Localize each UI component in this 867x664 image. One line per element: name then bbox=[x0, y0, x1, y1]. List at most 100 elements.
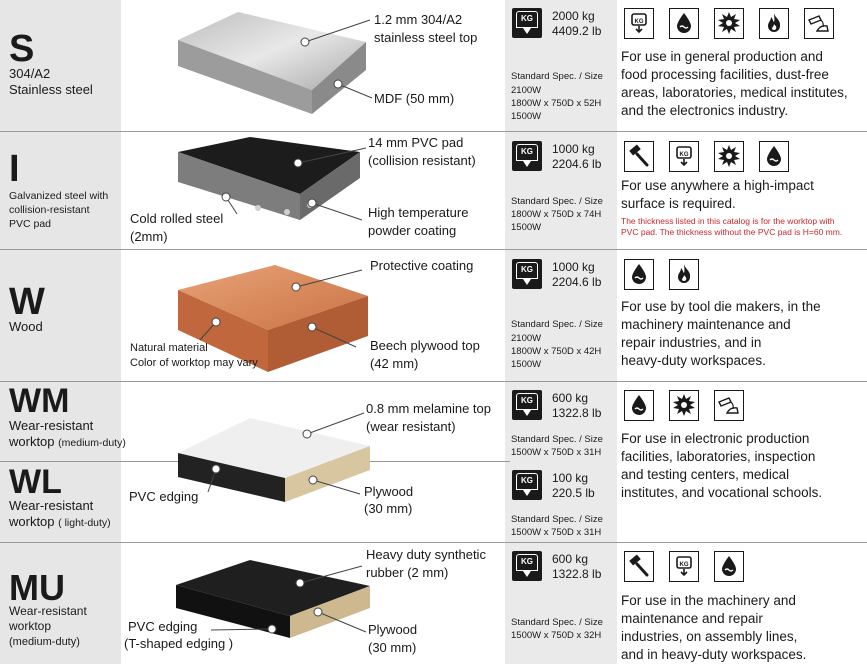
galvanized-steel-worktop bbox=[178, 137, 360, 220]
kg-load-icon: KG bbox=[512, 470, 542, 500]
load-capacity: 1000 kg bbox=[552, 260, 595, 274]
spec-size: 1800W x 750D x 42H bbox=[511, 346, 602, 357]
spec-size: 1800W x 750D x 74H bbox=[511, 209, 602, 220]
spec-size: 1500W bbox=[511, 222, 542, 233]
thickness-note: The thickness listed in this catalog is … bbox=[621, 216, 835, 226]
chemical-pour-icon bbox=[714, 390, 744, 421]
material-code: S bbox=[9, 28, 35, 70]
callout-text: (30 mm) bbox=[368, 640, 417, 655]
load-capacity: 600 kg bbox=[552, 391, 589, 405]
kg-load-icon: KG bbox=[669, 141, 699, 172]
callout-text: rubber (2 mm) bbox=[366, 565, 449, 580]
thickness-note: PVC pad. The thickness without the PVC p… bbox=[621, 227, 843, 237]
callout-text: stainless steel top bbox=[374, 30, 478, 45]
oil-drop-icon bbox=[714, 551, 744, 582]
material-code: WL bbox=[9, 463, 62, 501]
use-description: and testing centers, medical bbox=[621, 467, 790, 482]
callout-text: PVC edging bbox=[129, 489, 199, 504]
row-divider bbox=[0, 542, 867, 543]
hammer-icon bbox=[624, 141, 654, 172]
callout-text: MDF (50 mm) bbox=[374, 91, 455, 106]
wood-worktop bbox=[178, 265, 368, 372]
callout-text: powder coating bbox=[368, 223, 457, 238]
kg-load-icon: KG bbox=[512, 259, 542, 289]
material-name: worktop ( light-duty) bbox=[9, 514, 111, 529]
use-description: institutes, and vocational schools. bbox=[621, 485, 823, 500]
saw-blade-icon bbox=[714, 8, 744, 39]
spec-size: 1500W bbox=[511, 359, 542, 370]
load-capacity: 1322.8 lb bbox=[552, 406, 602, 420]
callout-text: (30 mm) bbox=[364, 501, 413, 516]
spec-title: Standard Spec. / Size bbox=[511, 434, 603, 445]
spec-title: Standard Spec. / Size bbox=[511, 196, 603, 207]
kg-load-icon: KG bbox=[512, 141, 542, 171]
spec-size: 2100W bbox=[511, 85, 542, 96]
kg-load-icon: KG bbox=[624, 8, 654, 39]
callout-text: Color of worktop may vary bbox=[130, 357, 258, 369]
svg-text:KG: KG bbox=[635, 19, 644, 25]
material-name: Wood bbox=[9, 319, 43, 334]
use-description: and the electronics industry. bbox=[621, 103, 789, 118]
spec-title: Standard Spec. / Size bbox=[511, 514, 603, 525]
kg-load-icon: KG bbox=[669, 551, 699, 582]
material-name: collision-resistant bbox=[9, 204, 90, 216]
callout-text: High temperature bbox=[368, 205, 469, 220]
use-description: maintenance and repair bbox=[621, 611, 763, 626]
callout-text: Cold rolled steel bbox=[130, 211, 224, 226]
spec-size: 1800W x 750D x 52H bbox=[511, 98, 602, 109]
callout-text: (T-shaped edging ) bbox=[124, 636, 234, 651]
material-name: Wear-resistant bbox=[9, 604, 87, 618]
fire-icon bbox=[759, 8, 789, 39]
rubber-worktop bbox=[176, 560, 370, 638]
use-description: facilities, laboratories, inspection bbox=[621, 449, 816, 464]
material-name: 304/A2 bbox=[9, 66, 51, 81]
callout-text: Protective coating bbox=[370, 258, 474, 273]
worktop-illustrations bbox=[176, 12, 373, 638]
material-code: W bbox=[9, 281, 45, 323]
kg-load-icon: KG bbox=[512, 390, 542, 420]
material-code: I bbox=[9, 148, 20, 190]
stainless-steel-worktop bbox=[178, 12, 366, 114]
use-description: For use in the machinery and bbox=[621, 593, 796, 608]
use-description: heavy-duty workspaces. bbox=[621, 353, 766, 368]
spec-title: Standard Spec. / Size bbox=[511, 319, 603, 330]
callout-text: (collision resistant) bbox=[368, 153, 476, 168]
spec-size: 1500W x 750D x 32H bbox=[511, 630, 602, 641]
callout-text: Natural material bbox=[130, 342, 208, 354]
use-description: For use in electronic production bbox=[621, 431, 810, 446]
oil-drop-icon bbox=[669, 8, 699, 39]
load-capacity: 600 kg bbox=[552, 552, 589, 566]
spec-size: 1500W bbox=[511, 111, 542, 122]
callout-text: (2mm) bbox=[130, 229, 168, 244]
saw-blade-icon bbox=[714, 141, 744, 172]
callout-text: (wear resistant) bbox=[366, 419, 456, 434]
callout-text: PVC edging bbox=[128, 619, 198, 634]
use-description: industries, on assembly lines, bbox=[621, 629, 798, 644]
fire-icon bbox=[669, 259, 699, 290]
oil-drop-icon bbox=[624, 259, 654, 290]
callout-text: 0.8 mm melamine top bbox=[366, 401, 491, 416]
use-description: For use in general production and bbox=[621, 49, 823, 64]
spec-size: 1500W x 750D x 31H bbox=[511, 527, 602, 538]
kg-load-icon: KG bbox=[512, 551, 542, 581]
spec-title: Standard Spec. / Size bbox=[511, 71, 603, 82]
row-divider bbox=[0, 249, 867, 250]
use-description: repair industries, and in bbox=[621, 335, 762, 350]
callout-text: Beech plywood top bbox=[370, 338, 480, 353]
callout-text: (42 mm) bbox=[370, 356, 419, 371]
material-name: Wear-resistant bbox=[9, 418, 94, 433]
load-capacity: 220.5 lb bbox=[552, 486, 595, 500]
load-capacity: 1000 kg bbox=[552, 142, 595, 156]
oil-drop-icon bbox=[624, 390, 654, 421]
spec-size: 2100W bbox=[511, 333, 542, 344]
material-name: (medium-duty) bbox=[9, 636, 80, 648]
material-name: worktop bbox=[9, 619, 52, 633]
use-description: machinery maintenance and bbox=[621, 317, 791, 332]
oil-drop-icon bbox=[759, 141, 789, 172]
use-description: surface is required. bbox=[621, 196, 736, 211]
use-description: food processing facilities, dust-free bbox=[621, 67, 829, 82]
load-capacity: 2204.6 lb bbox=[552, 275, 602, 289]
callout-text: Plywood bbox=[364, 484, 414, 499]
load-capacity: 1322.8 lb bbox=[552, 567, 602, 581]
material-code: MU bbox=[9, 567, 65, 608]
